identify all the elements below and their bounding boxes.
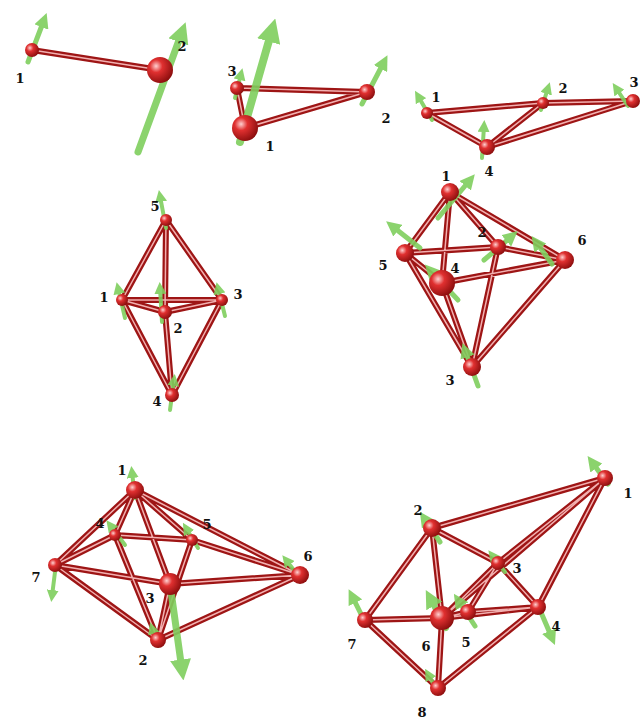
atom-number: 2 [381,112,390,125]
atom-number: 5 [150,200,159,213]
atom-number: 6 [303,550,312,563]
atom-number: 7 [31,571,40,584]
atom-number: 2 [138,654,147,667]
atom-number: 2 [177,40,186,53]
atom-number: 4 [450,262,459,275]
atom-number: 5 [202,518,211,531]
moment-arrows [28,20,628,692]
atom-number: 1 [441,170,450,183]
atom-number: 4 [95,517,104,530]
atom-number: 4 [484,165,493,178]
atom-number: 1 [15,72,24,85]
atom-number: 1 [623,487,632,500]
atom-number: 7 [347,638,356,651]
atom-number: 2 [413,504,422,517]
atom-number: 3 [629,76,638,89]
atom-number: 2 [173,322,182,335]
atom-number: 4 [152,395,161,408]
atom-number: 1 [431,91,440,104]
atom-number: 3 [445,374,454,387]
atom-number: 4 [551,620,560,633]
atom-number: 2 [477,226,486,239]
atom-number: 3 [233,288,242,301]
atom-number: 1 [265,140,274,153]
atom-number: 5 [461,636,470,649]
atom-number: 6 [577,234,586,247]
atom-number: 1 [117,464,126,477]
atom-number: 6 [421,640,430,653]
atom-number: 2 [558,82,567,95]
atom-spheres [25,43,640,696]
atom-number: 3 [512,562,521,575]
atom-number: 8 [417,706,426,719]
atom-number: 3 [227,65,236,78]
atom-number: 5 [378,259,387,272]
atom-number: 1 [99,291,108,304]
bond-tubes [32,50,633,688]
atom-number: 3 [145,592,154,605]
